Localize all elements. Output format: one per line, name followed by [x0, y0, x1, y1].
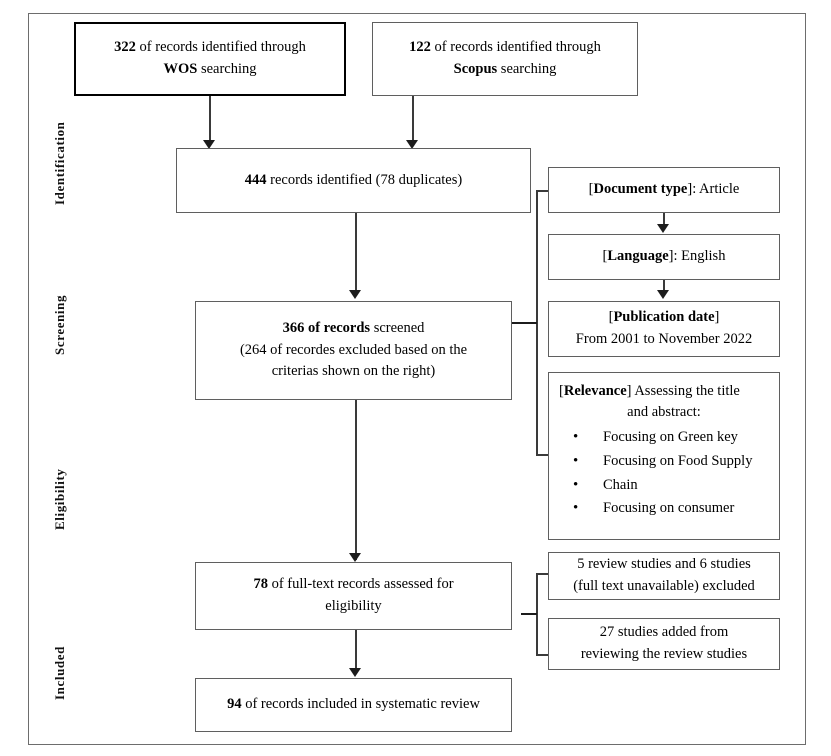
bracket-criteria-stub	[512, 322, 537, 325]
box-records-identified: 444 records identified (78 duplicates)	[176, 148, 531, 213]
box-records-screened-count: 366 of records	[282, 319, 371, 336]
list-item: Focusing on consumer	[559, 497, 769, 520]
box-records-identified-text: 444 records identified (78 duplicates)	[185, 170, 522, 192]
stage-label-eligibility: Eligibility	[52, 468, 67, 530]
box-wos-database: WOS	[163, 61, 198, 77]
arrowhead-scopus-to-identified	[406, 140, 418, 149]
criteria-relevance-head-rest: Assessing the title	[631, 383, 740, 399]
box-records-included-text: 94 of records included in systematic rev…	[204, 694, 503, 716]
connector-wos-to-identified	[209, 96, 211, 144]
stage-label-screening: Screening	[52, 294, 67, 355]
box-records-identified-count: 444	[244, 171, 267, 188]
connector-fulltext-to-included	[355, 630, 357, 674]
box-studies-added: 27 studies added from reviewing the revi…	[548, 618, 780, 670]
box-records-screened-line2: (264 of recordes excluded based on the	[239, 341, 468, 358]
connector-language-to-pubdate	[663, 280, 665, 294]
box-scopus-line1: 122 of records identified through	[381, 37, 629, 59]
box-records-included-count: 94	[227, 696, 242, 713]
box-wos-line2-rest: searching	[197, 61, 257, 77]
bracket-open: [	[559, 383, 564, 399]
criteria-value-publication-date: From 2001 to November 2022	[575, 331, 753, 347]
arrowhead-identified-to-screened	[349, 290, 361, 299]
list-item: Focusing on Food Supply	[559, 450, 769, 473]
box-criteria-document-type: [Document type]: Article	[548, 167, 780, 213]
box-wos-line2: WOS searching	[84, 59, 336, 81]
box-fulltext-count: 78	[253, 576, 268, 593]
box-fulltext-assessed: 78 of full-text records assessed for eli…	[195, 562, 512, 630]
box-criteria-language: [Language]: English	[548, 234, 780, 280]
box-wos-line1: 322 of records identified through	[84, 37, 336, 59]
box-wos-count: 322	[114, 39, 136, 56]
arrowhead-doctype-to-language	[657, 224, 669, 233]
arrowhead-screened-to-fulltext	[349, 553, 361, 562]
box-scopus-database: Scopus	[453, 61, 498, 77]
box-records-included-rest: of records included in systematic review	[241, 696, 480, 713]
box-criteria-publication-date: [Publication date] From 2001 to November…	[548, 301, 780, 357]
arrowhead-fulltext-to-included	[349, 668, 361, 677]
box-fulltext-line2: eligibility	[325, 598, 382, 614]
connector-doctype-to-language	[663, 213, 665, 228]
connector-screened-to-fulltext	[355, 400, 357, 560]
criteria-label-relevance: Relevance	[563, 383, 627, 399]
bracket-criteria-arm-bottom	[536, 454, 549, 456]
box-fulltext-line1: 78 of full-text records assessed for	[204, 574, 503, 596]
bracket-eligibility-stub	[521, 613, 537, 616]
criteria-relevance-head-line2: and abstract:	[627, 404, 701, 421]
box-fulltext-rest: of full-text records assessed for	[267, 576, 454, 593]
criteria-label-language: Language	[607, 248, 669, 265]
box-records-screened-line3: criterias shown on the right)	[271, 363, 436, 380]
box-records-included: 94 of records included in systematic rev…	[195, 678, 512, 732]
arrowhead-language-to-pubdate	[657, 290, 669, 299]
stage-label-identification: Identification	[52, 121, 67, 205]
box-studies-excluded: 5 review studies and 6 studies (full tex…	[548, 552, 780, 600]
bracket-eligibility-arm-top	[536, 573, 549, 575]
bracket-open: [	[588, 181, 594, 198]
bracket-close: ]	[714, 309, 720, 326]
box-studies-added-line1: 27 studies added from	[599, 624, 729, 641]
connector-identified-to-screened	[355, 213, 357, 294]
connector-scopus-to-identified	[412, 96, 414, 144]
box-scopus-line2: Scopus searching	[381, 59, 629, 81]
bracket-open: [	[608, 309, 614, 326]
box-records-identified-rest: records identified (78 duplicates)	[266, 171, 463, 188]
box-records-screened: 366 of records screened (264 of recordes…	[195, 301, 512, 400]
criteria-label-document-type: Document type	[593, 181, 688, 198]
box-wos-records: 322 of records identified through WOS se…	[74, 22, 346, 96]
box-scopus-line2-rest: searching	[497, 61, 557, 77]
stage-label-included: Included	[52, 646, 67, 700]
bracket-criteria-arm-top	[536, 190, 549, 192]
bracket-close: ]	[687, 181, 693, 198]
list-item: Focusing on Green key	[559, 426, 769, 449]
box-scopus-records: 122 of records identified through Scopus…	[372, 22, 638, 96]
box-scopus-line1-rest: of records identified through	[430, 39, 601, 56]
list-item-continuation: Chain	[559, 474, 769, 497]
arrowhead-wos-to-identified	[203, 140, 215, 149]
bracket-open: [	[602, 248, 608, 265]
diagram-outer-frame	[28, 13, 806, 745]
criteria-label-publication-date: Publication date	[613, 309, 715, 326]
box-criteria-relevance-head: [Relevance] Assessing the title and abst…	[559, 381, 769, 423]
box-criteria-relevance: [Relevance] Assessing the title and abst…	[548, 372, 780, 540]
box-criteria-publication-date-title: [Publication date]	[557, 307, 771, 329]
bracket-close: ]	[626, 383, 632, 399]
box-wos-line1-rest: of records identified through	[135, 39, 306, 56]
box-criteria-document-type-text: [Document type]: Article	[557, 179, 771, 201]
bracket-eligibility-arm-bottom	[536, 654, 549, 656]
bracket-close: ]	[668, 248, 674, 265]
criteria-value-language: : English	[673, 248, 726, 265]
criteria-relevance-bullet-list: Focusing on Green key Focusing on Food S…	[559, 426, 769, 522]
box-scopus-count: 122	[409, 39, 431, 56]
criteria-value-document-type: : Article	[692, 181, 740, 198]
box-studies-added-line2: reviewing the review studies	[580, 646, 748, 662]
box-criteria-language-text: [Language]: English	[557, 246, 771, 268]
box-records-screened-line1-rest: screened	[370, 319, 425, 336]
box-studies-excluded-line2: (full text unavailable) excluded	[573, 578, 755, 594]
box-records-screened-line1: 366 of records screened	[204, 318, 503, 340]
box-studies-excluded-line1: 5 review studies and 6 studies	[577, 556, 751, 573]
